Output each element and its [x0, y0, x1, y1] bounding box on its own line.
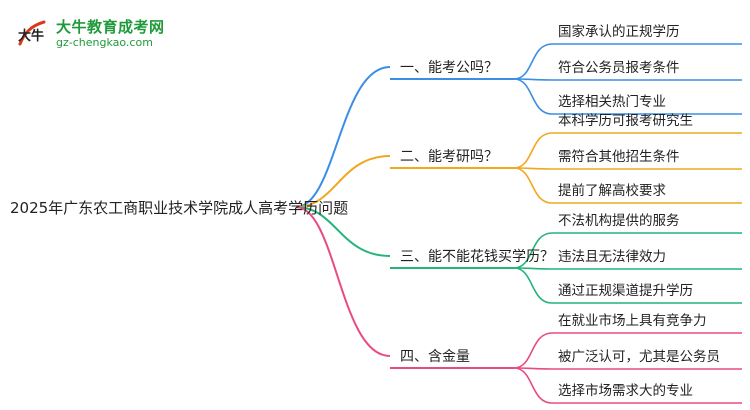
mindmap-nodes: 2025年广东农工商职业技术学院成人高考学历问题 一、能考公吗？ 国家承认的正规学历… — [10, 23, 720, 399]
root-branch-link — [295, 206, 391, 357]
root-branch-link — [295, 66, 391, 208]
root-node: 2025年广东农工商职业技术学院成人高考学历问题 — [10, 199, 348, 217]
child-node: 在就业市场上具有竞争力 — [558, 312, 707, 329]
logo-url: gz-chengkao.com — [56, 36, 153, 49]
root-branch-link — [295, 155, 391, 208]
branch-child-link — [513, 78, 553, 115]
branch-node: 三、能不能花钱买学历？ — [400, 249, 554, 265]
branch-node: 一、能考公吗？ — [400, 60, 498, 76]
child-node: 违法且无法律效力 — [558, 249, 666, 265]
branch-child-link — [513, 232, 553, 269]
branch-node: 四、含金量 — [400, 349, 470, 365]
child-node: 提前了解高校要求 — [558, 182, 666, 199]
branch-node: 二、能考研吗？ — [400, 149, 498, 165]
branch-child-link — [513, 132, 553, 169]
child-node: 通过正规渠道提升学历 — [558, 283, 693, 299]
child-node: 选择相关热门专业 — [558, 94, 666, 110]
child-node: 不法机构提供的服务 — [558, 213, 680, 229]
branch-child-link — [513, 267, 553, 304]
child-node: 被广泛认可，尤其是公务员 — [558, 349, 720, 365]
mindmap-links — [295, 43, 742, 404]
child-node: 需符合其他招生条件 — [558, 148, 680, 165]
child-node: 符合公务员报考条件 — [558, 59, 680, 76]
branch-child-link — [513, 43, 553, 80]
site-logo: 大牛 大牛教育成考网 gz-chengkao.com — [14, 14, 194, 54]
logo-mark-text: 大牛 — [18, 28, 44, 44]
child-node: 国家承认的正规学历 — [558, 23, 680, 40]
branch-child-link — [513, 332, 553, 369]
child-node: 选择市场需求大的专业 — [558, 382, 693, 399]
child-node: 本科学历可报考研究生 — [558, 113, 693, 129]
branch-child-link — [513, 167, 553, 204]
logo-mark-icon: 大牛 — [18, 20, 46, 46]
root-branch-link — [295, 206, 391, 257]
logo-title: 大牛教育成考网 — [56, 18, 165, 36]
branch-child-link — [513, 367, 553, 404]
